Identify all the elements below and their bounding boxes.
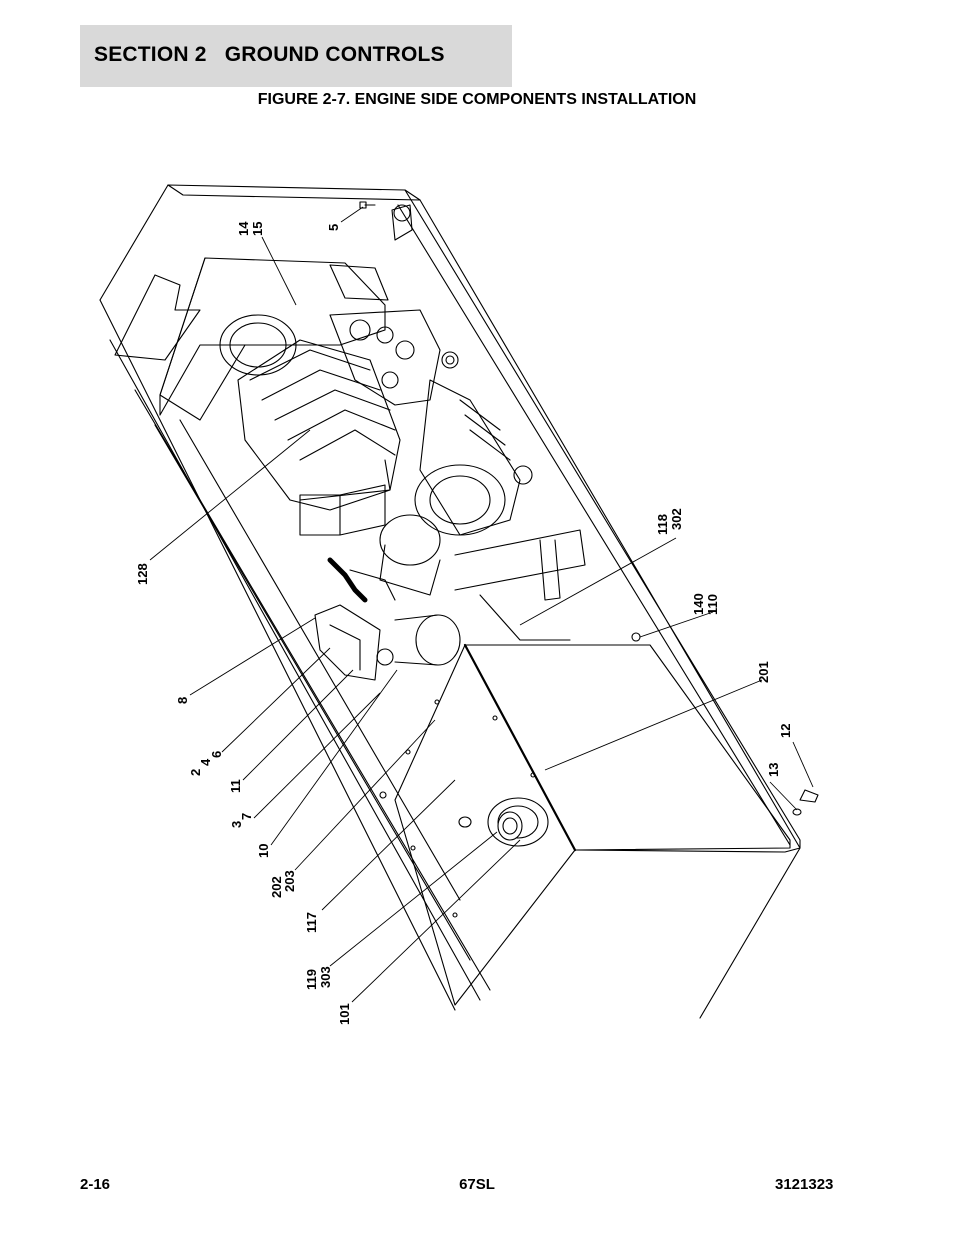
callout-2: 2 — [188, 769, 203, 776]
callout-4: 4 — [198, 758, 213, 766]
callout-101: 101 — [337, 1003, 352, 1025]
figure-title: FIGURE 2-7. ENGINE SIDE COMPONENTS INSTA… — [257, 91, 697, 108]
callout-119: 119 — [304, 969, 319, 990]
callout-3: 3 — [229, 821, 244, 828]
callout-14: 14 — [236, 221, 251, 236]
callout-140: 140 — [691, 593, 706, 615]
frame-side-rail-inner — [397, 204, 791, 846]
callout-12: 12 — [778, 724, 793, 738]
callout-8: 8 — [175, 697, 190, 704]
callout-10: 10 — [256, 844, 271, 858]
callout-110: 110 — [705, 594, 720, 615]
section-header-bar: SECTION 2 GROUND CONTROLS — [80, 25, 512, 87]
engine-mount — [314, 604, 381, 681]
base-plate — [394, 644, 576, 1006]
callout-7: 7 — [239, 813, 254, 820]
section-title: SECTION 2 GROUND CONTROLS — [94, 43, 445, 66]
callout-201: 201 — [756, 661, 771, 683]
bolt-12 — [799, 789, 819, 803]
frame-bottom-edge — [699, 847, 801, 1019]
engine-block — [237, 339, 401, 511]
air-cleaner-box — [159, 257, 386, 416]
flange — [487, 797, 549, 847]
callout-302: 302 — [669, 508, 684, 530]
fan-shroud — [419, 379, 521, 536]
frame-side-rail — [404, 189, 801, 849]
callout-6: 6 — [209, 751, 224, 758]
callout-117: 117 — [304, 912, 319, 933]
frame-left-edge — [99, 184, 169, 301]
bracket-top — [329, 264, 389, 301]
support-beam — [454, 529, 586, 591]
callout-15: 15 — [250, 222, 265, 236]
frame-top-rail — [167, 184, 421, 201]
callout-5: 5 — [326, 224, 341, 231]
exhaust-hose — [327, 557, 368, 603]
callout-118: 118 — [655, 514, 670, 535]
page-number: 2-16 — [80, 1176, 111, 1193]
oil-filter — [415, 614, 461, 666]
callout-303: 303 — [318, 966, 333, 988]
callout-203: 203 — [282, 870, 297, 892]
callout-202: 202 — [269, 876, 284, 898]
callout-11: 11 — [228, 779, 243, 793]
callout-128: 128 — [135, 563, 150, 585]
callout-13: 13 — [766, 763, 781, 777]
frame-bottom-rail — [574, 847, 801, 853]
muffler — [379, 514, 441, 566]
document-number: 3121323 — [775, 1176, 834, 1193]
model-number: 67SL — [459, 1176, 495, 1193]
